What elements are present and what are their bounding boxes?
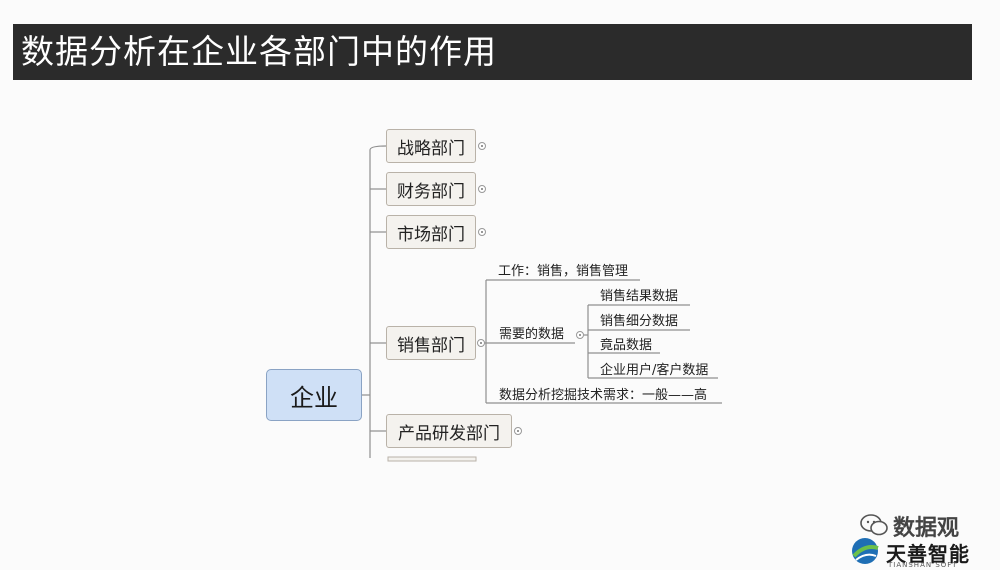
- expand-toggle-icon[interactable]: [478, 228, 486, 236]
- node-finance[interactable]: 财务部门: [386, 172, 476, 206]
- needed-data-item[interactable]: 企业用户/客户数据: [600, 363, 709, 378]
- expand-toggle-icon[interactable]: [478, 185, 486, 193]
- collapse-toggle-icon[interactable]: [576, 331, 584, 339]
- node-rnd[interactable]: 产品研发部门: [386, 414, 512, 448]
- needed-data-item[interactable]: 销售细分数据: [600, 314, 679, 329]
- needed-data-item[interactable]: 销售结果数据: [600, 289, 679, 304]
- wechat-icon: [860, 514, 888, 536]
- tianshan-logo-icon: [852, 538, 879, 564]
- title-bar: 数据分析在企业各部门中的作用: [13, 24, 972, 80]
- root-node[interactable]: 企业: [266, 369, 362, 421]
- node-strategy[interactable]: 战略部门: [386, 129, 476, 163]
- node-sales[interactable]: 销售部门: [386, 326, 476, 360]
- collapse-toggle-icon[interactable]: [477, 339, 485, 347]
- brand-name-en: TIANSHAN SOFT: [888, 561, 958, 569]
- expand-toggle-icon[interactable]: [478, 142, 486, 150]
- node-marketing[interactable]: 市场部门: [386, 215, 476, 249]
- watermark-channel: 数据观: [893, 516, 960, 541]
- branch-strategy: [369, 145, 387, 151]
- needed-data-item[interactable]: 竟品数据: [600, 338, 653, 353]
- partial-next-node: [387, 456, 477, 462]
- sales-work[interactable]: 工作：销售，销售管理: [498, 264, 629, 279]
- expand-toggle-icon[interactable]: [514, 427, 522, 435]
- slide-title: 数据分析在企业各部门中的作用: [21, 32, 497, 71]
- sales-tech-requirement[interactable]: 数据分析挖掘技术需求：一般——高: [499, 388, 708, 403]
- sales-needed-data[interactable]: 需要的数据: [499, 327, 565, 342]
- brand-name: 天善智能: [886, 542, 970, 566]
